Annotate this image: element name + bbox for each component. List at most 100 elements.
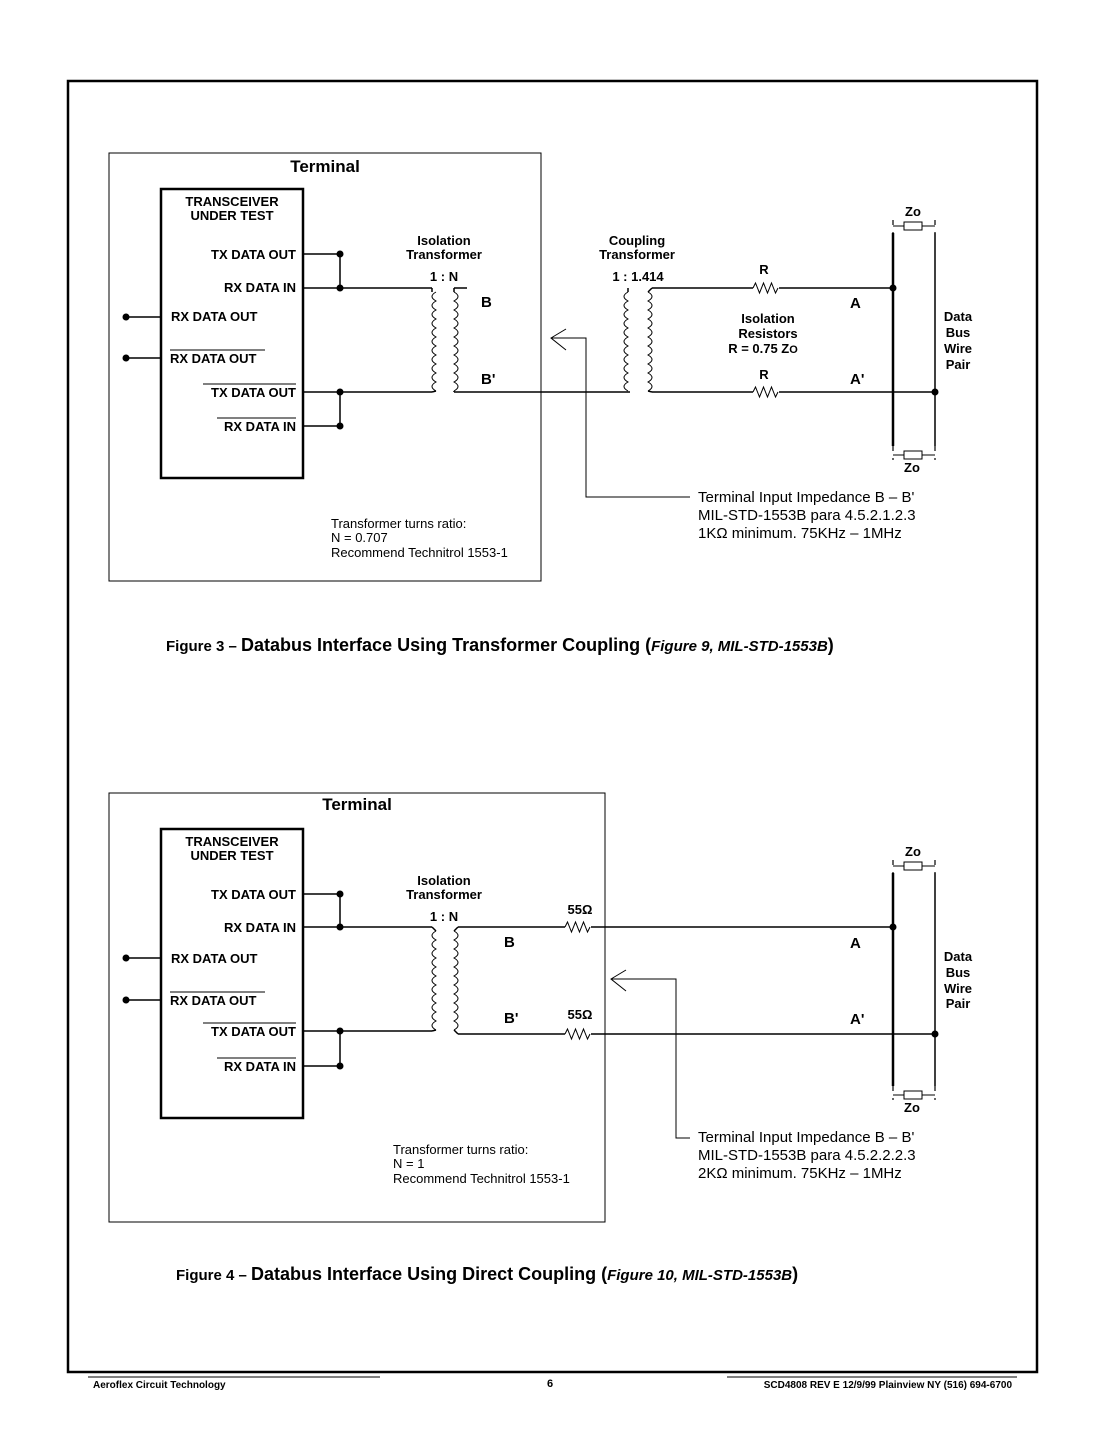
terminator-resistor: [903, 861, 923, 871]
junction-dot: [336, 422, 344, 430]
figure-caption: Figure 4 – Databus Interface Using Direc…: [176, 1264, 798, 1284]
transceiver-box: [159, 827, 305, 1120]
node-b: B: [504, 934, 515, 951]
iso-transformer-label: Isolation: [417, 233, 471, 248]
iso-transformer-secondary: [453, 288, 459, 392]
node-b-prime: B': [481, 371, 495, 388]
coupling-transformer-secondary: [647, 287, 653, 392]
impedance-note: 2KΩ minimum. 75KHz – 1MHz: [698, 1165, 902, 1182]
data-bus-label: Wire: [944, 341, 972, 356]
node-b-prime: B': [504, 1010, 518, 1027]
transceiver-label: UNDER TEST: [190, 208, 273, 223]
isolation-resistor-top: [752, 282, 779, 294]
page-border: [66, 79, 1039, 1374]
turns-ratio-note: Recommend Technitrol 1553-1: [331, 545, 508, 560]
impedance-note: Terminal Input Impedance B – B': [698, 1129, 914, 1146]
node-b: B: [481, 294, 492, 311]
junction-dot: [336, 284, 344, 292]
junction-dot: [889, 284, 897, 292]
pin-rx-data-in-bar: RX DATA IN: [224, 419, 296, 434]
resistor-55-bottom: [564, 1028, 591, 1040]
junction-dot: [889, 923, 897, 931]
transceiver-label: TRANSCEIVER: [185, 194, 279, 209]
transceiver-box: [159, 187, 305, 480]
zo-label: Zo: [905, 844, 921, 859]
junction-dot: [336, 1027, 344, 1035]
data-bus-label: Wire: [944, 981, 972, 996]
iso-ratio: 1 : N: [430, 269, 458, 284]
data-bus-label: Data: [944, 949, 973, 964]
pin-rx-data-in-bar: RX DATA IN: [224, 1059, 296, 1074]
turns-ratio-note: Transformer turns ratio:: [393, 1142, 528, 1157]
transceiver-label: UNDER TEST: [190, 848, 273, 863]
data-bus-label: Bus: [946, 325, 971, 340]
junction-dot: [931, 388, 939, 396]
data-bus-label: Data: [944, 309, 973, 324]
pin-tx-data-out: TX DATA OUT: [211, 887, 296, 902]
node-a-prime: A': [850, 371, 864, 388]
junction-dot: [122, 313, 130, 321]
junction-dot: [336, 890, 344, 898]
impedance-pointer: [611, 978, 690, 1139]
impedance-note: MIL-STD-1553B para 4.5.2.1.2.3: [698, 507, 916, 524]
zo-label: Zo: [904, 460, 920, 475]
isolation-resistor-bottom: [752, 386, 779, 398]
footer-company: Aeroflex Circuit Technology: [93, 1380, 226, 1391]
pin-rx-data-out-bar: RX DATA OUT: [170, 351, 256, 366]
zo-label: Zo: [905, 204, 921, 219]
terminal-box: [108, 792, 606, 1223]
turns-ratio-note: Transformer turns ratio:: [331, 516, 466, 531]
pin-rx-data-out-bar: RX DATA OUT: [170, 993, 256, 1008]
turns-ratio-note: Recommend Technitrol 1553-1: [393, 1171, 570, 1186]
turns-ratio-note: N = 1: [393, 1156, 424, 1171]
impedance-note: MIL-STD-1553B para 4.5.2.2.2.3: [698, 1147, 916, 1164]
junction-dot: [931, 1030, 939, 1038]
arrow-head: [610, 969, 627, 992]
node-a: A: [850, 295, 861, 312]
impedance-note: 1KΩ minimum. 75KHz – 1MHz: [698, 525, 902, 542]
figure-3: Terminal TRANSCEIVER UNDER TEST TX DATA …: [108, 152, 973, 655]
zo-label: Zo: [904, 1100, 920, 1115]
data-bus-label: Pair: [946, 357, 971, 372]
node-a: A: [850, 935, 861, 952]
junction-dot: [122, 354, 130, 362]
junction-dot: [336, 388, 344, 396]
wire: [647, 390, 653, 393]
resistor-label: R: [759, 262, 769, 277]
transceiver-label: TRANSCEIVER: [185, 834, 279, 849]
pin-tx-data-out-bar: TX DATA OUT: [211, 385, 296, 400]
iso-ratio: 1 : N: [430, 909, 458, 924]
footer-page-number: 6: [547, 1378, 553, 1390]
figure-caption: Figure 3 – Databus Interface Using Trans…: [166, 635, 834, 655]
data-bus-label: Pair: [946, 996, 971, 1011]
iso-transformer-label: Transformer: [406, 887, 482, 902]
pin-tx-data-out-bar: TX DATA OUT: [211, 1024, 296, 1039]
terminator-resistor: [903, 1090, 923, 1100]
page-footer: Aeroflex Circuit Technology 6 SCD4808 RE…: [88, 1376, 1017, 1391]
data-bus-label: Bus: [946, 965, 971, 980]
coupling-transformer-primary: [623, 288, 629, 392]
figure-4: Terminal TRANSCEIVER UNDER TEST TX DATA …: [108, 792, 973, 1284]
impedance-pointer: [551, 337, 690, 498]
iso-transformer-primary: [431, 926, 437, 1032]
resistor-55-top: [564, 921, 591, 933]
impedance-note: Terminal Input Impedance B – B': [698, 489, 914, 506]
isolation-resistors-label: Resistors: [738, 326, 797, 341]
junction-dot: [336, 1062, 344, 1070]
terminal-box: [108, 152, 542, 582]
pin-rx-data-out: RX DATA OUT: [171, 951, 257, 966]
terminal-label: Terminal: [322, 795, 392, 814]
terminal-label: Terminal: [290, 157, 360, 176]
pin-tx-data-out: TX DATA OUT: [211, 247, 296, 262]
pin-rx-data-in: RX DATA IN: [224, 280, 296, 295]
iso-transformer-label: Isolation: [417, 873, 471, 888]
iso-transformer-secondary: [453, 926, 459, 1035]
isolation-resistors-value: R = 0.75 ZO: [728, 341, 798, 356]
turns-ratio-note: N = 0.707: [331, 530, 388, 545]
junction-dot: [122, 996, 130, 1004]
coupling-ratio: 1 : 1.414: [612, 269, 664, 284]
node-a-prime: A': [850, 1011, 864, 1028]
terminator-resistor: [903, 450, 923, 460]
footer-doc-info: SCD4808 REV E 12/9/99 Plainview NY (516)…: [764, 1380, 1013, 1391]
